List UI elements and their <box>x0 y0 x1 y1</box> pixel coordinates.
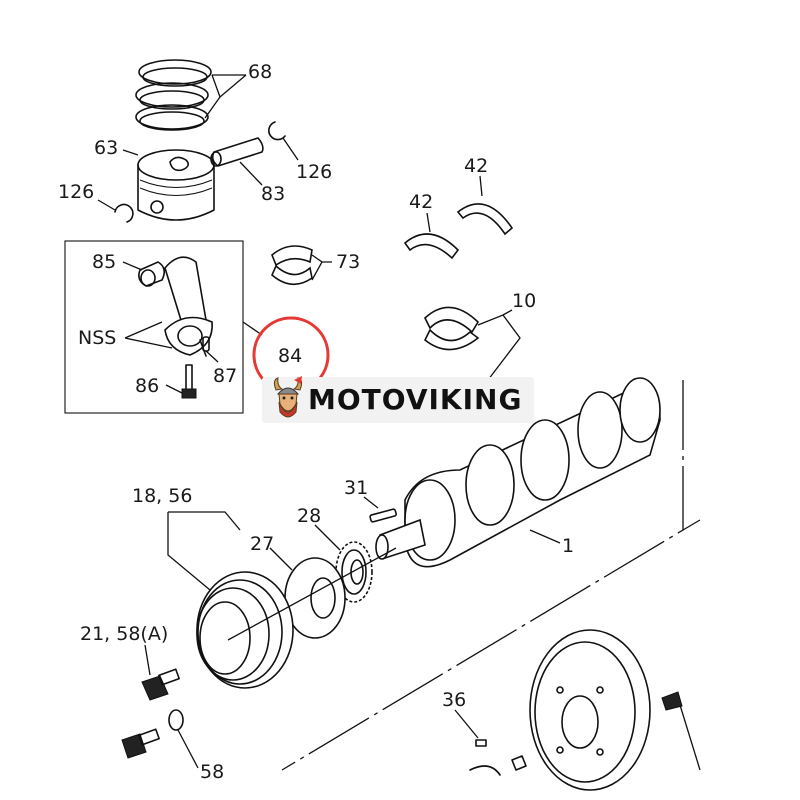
thrust-washers <box>403 203 514 260</box>
watermark-banner <box>262 377 534 423</box>
dowel-36 <box>475 739 487 747</box>
label-87: 87 <box>213 365 237 387</box>
snap-ring-left <box>114 203 134 223</box>
label-10: 10 <box>512 290 536 312</box>
conrod-bolt <box>181 364 197 399</box>
label-63: 63 <box>94 137 118 159</box>
label-85: 85 <box>92 251 116 273</box>
connecting-rod <box>138 256 213 357</box>
label-21-58a: 21, 58(A) <box>80 623 168 645</box>
crank-pulley <box>196 547 397 689</box>
piston-pin <box>210 137 264 167</box>
label-42-lower: 42 <box>409 191 433 213</box>
label-68: 68 <box>248 61 272 83</box>
label-126-left: 126 <box>58 181 94 203</box>
label-18-56: 18, 56 <box>132 485 192 507</box>
flywheel-bolt <box>661 691 701 771</box>
piston-rings <box>135 59 212 131</box>
piston <box>137 149 215 221</box>
lower-bolt <box>121 728 160 759</box>
conrod-assembly-box <box>64 240 244 414</box>
label-nss: NSS <box>78 327 116 349</box>
label-1: 1 <box>562 535 574 557</box>
label-58: 58 <box>200 761 224 783</box>
snap-ring-right <box>268 121 286 141</box>
label-86: 86 <box>135 375 159 397</box>
pulley-bolt <box>141 668 180 701</box>
crankshaft <box>375 377 661 568</box>
flywheel <box>529 629 651 791</box>
label-31: 31 <box>344 477 368 499</box>
main-bearings <box>423 306 480 351</box>
washer <box>168 709 184 731</box>
label-126-right: 126 <box>296 161 332 183</box>
label-84: 84 <box>278 345 302 367</box>
label-28: 28 <box>297 505 321 527</box>
crank-key <box>369 508 397 523</box>
brand-name: MOTOVIKING <box>308 383 523 416</box>
label-27: 27 <box>250 533 274 555</box>
crank-gear <box>335 541 373 603</box>
label-36: 36 <box>442 689 466 711</box>
crank-spacer <box>284 557 346 639</box>
label-73: 73 <box>336 251 360 273</box>
label-83: 83 <box>261 183 285 205</box>
conrod-bearing <box>271 245 313 286</box>
label-42-upper: 42 <box>464 155 488 177</box>
viking-logo-icon <box>273 376 303 418</box>
